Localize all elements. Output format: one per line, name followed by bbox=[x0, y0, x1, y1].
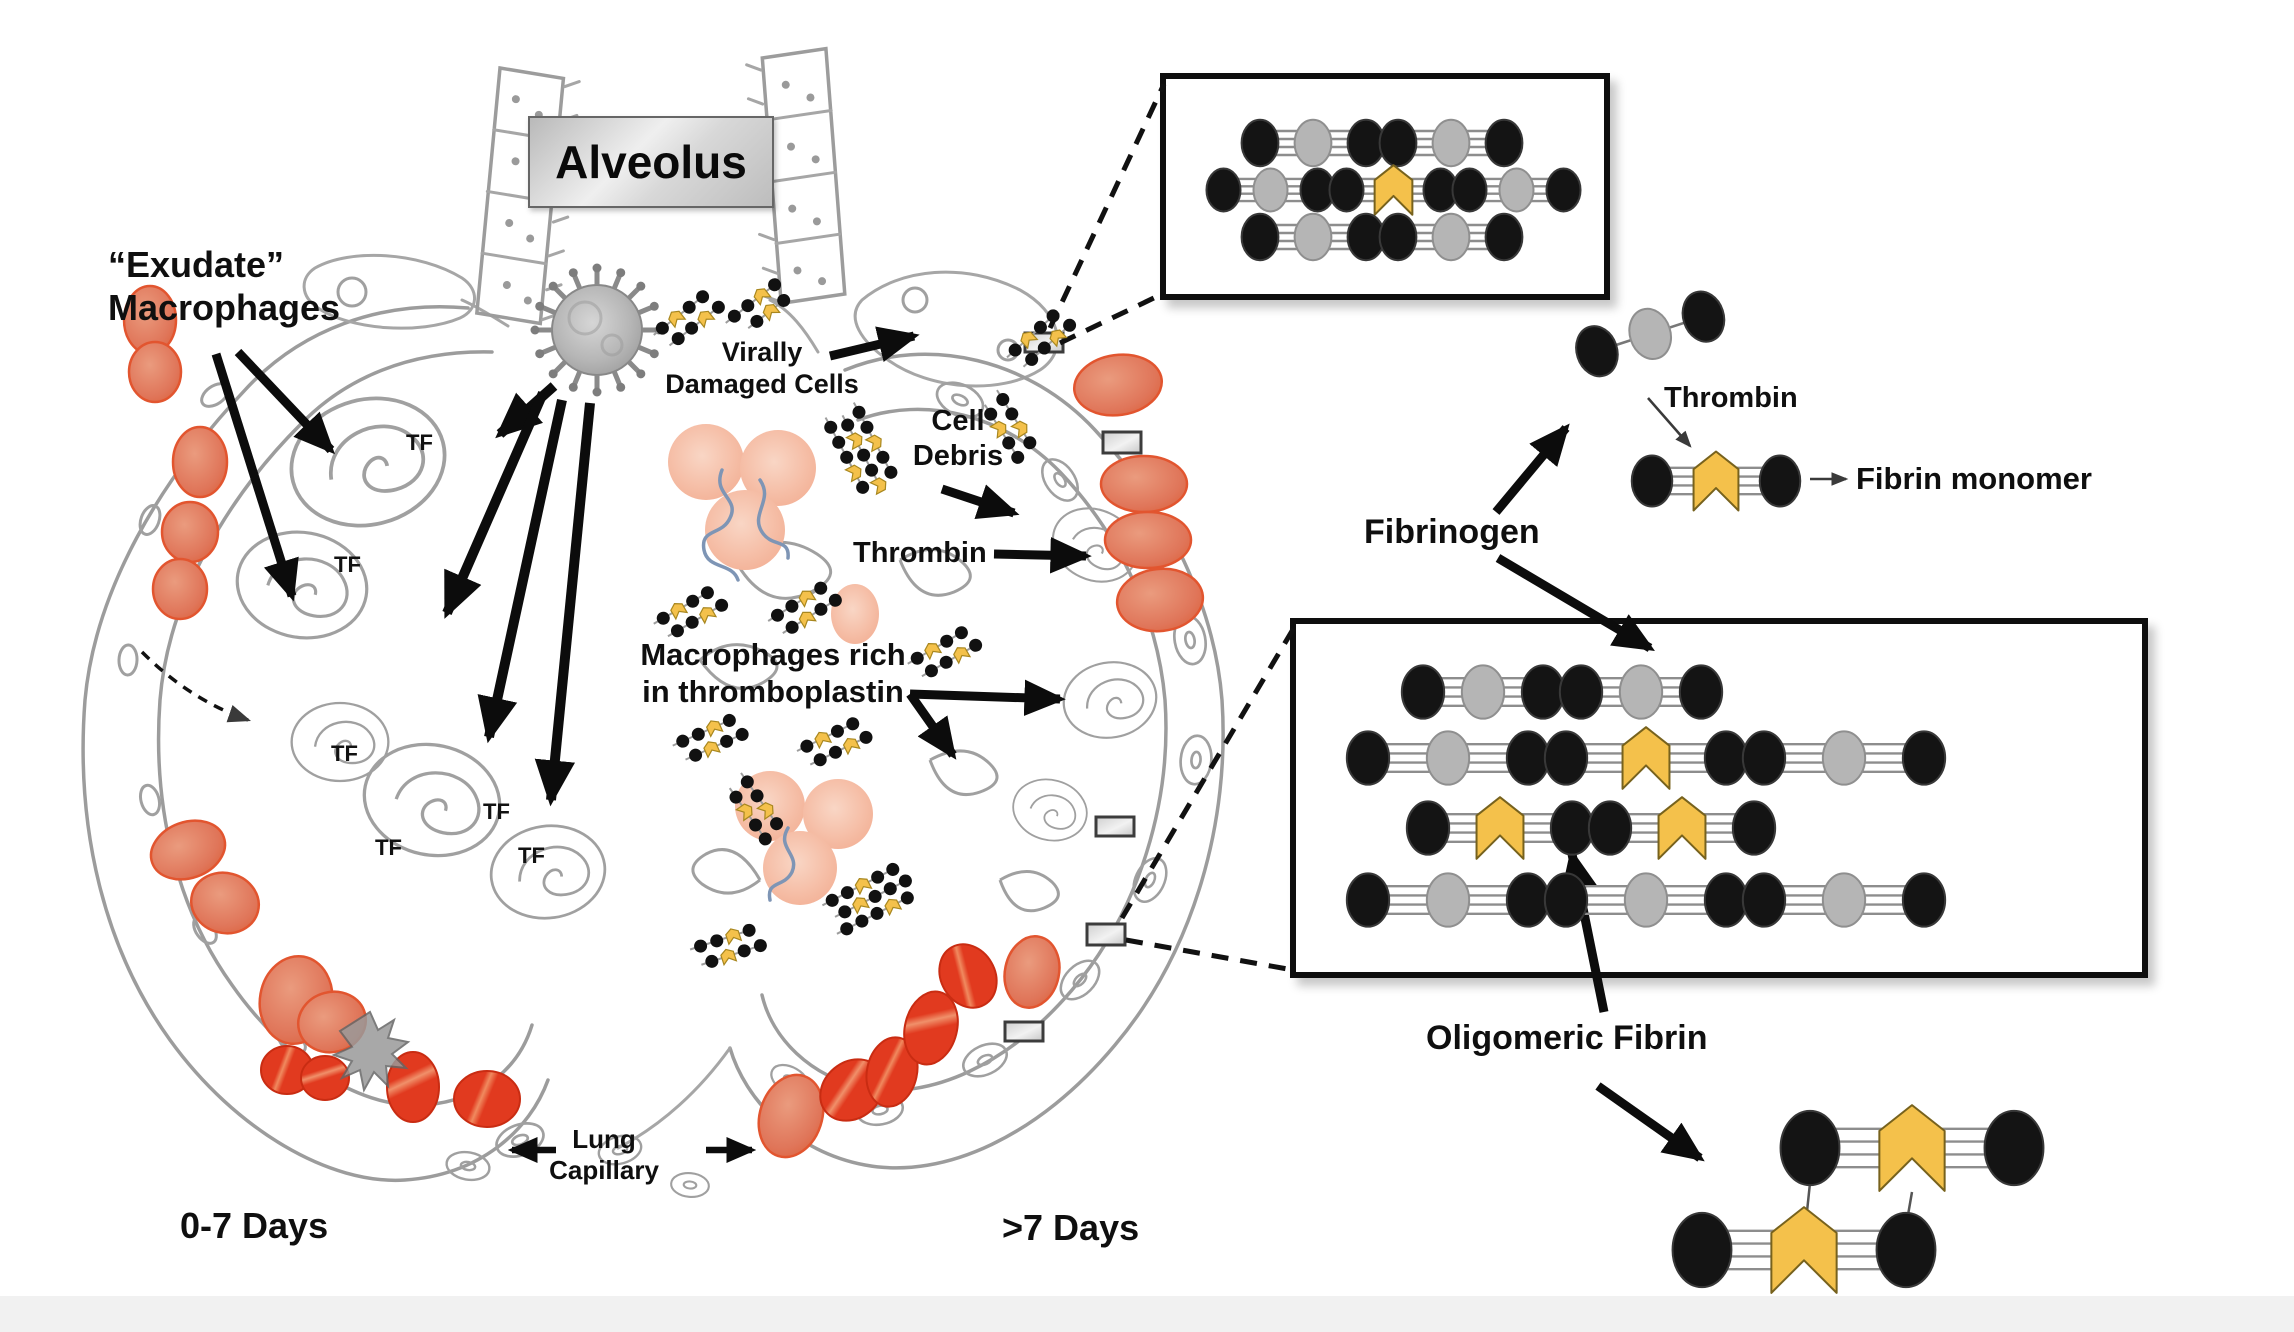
virally-damaged-cells-label: Virally Damaged Cells bbox=[665, 337, 859, 400]
alveolus-label: Alveolus bbox=[555, 136, 747, 188]
tissue-factor-label: TF bbox=[331, 741, 358, 766]
days-over-7-label: >7 Days bbox=[1002, 1207, 1140, 1248]
fibrinogen-magnified-box bbox=[1160, 73, 1610, 300]
macrophages-rich-label: Macrophages rich in thromboplastin bbox=[640, 637, 906, 710]
coronavirus-icon bbox=[530, 263, 664, 397]
left-red-blood-cells bbox=[122, 284, 521, 1128]
lung-capillary-label: Lung Capillary bbox=[549, 1124, 659, 1186]
oligomer-connector-lines bbox=[1804, 1182, 1914, 1222]
platelet-star bbox=[331, 1010, 411, 1093]
thrombin-label-middle: Thrombin bbox=[853, 537, 987, 569]
oligomeric-fibrin-label: Oligomeric Fibrin bbox=[1426, 1019, 1708, 1057]
fibrin-monomer-label: Fibrin monomer bbox=[1856, 461, 2092, 496]
free-fibrinogen bbox=[1575, 290, 1726, 378]
exudate-macrophages-label: “Exudate” Macrophages bbox=[108, 244, 341, 329]
cell-debris-label: Cell Debris bbox=[912, 405, 1004, 472]
left-alveolus-macrophages bbox=[227, 379, 613, 927]
tissue-factor-label: TF bbox=[375, 835, 402, 860]
page-bottom-strip bbox=[0, 1296, 2294, 1332]
alveolus-label-box: Alveolus bbox=[528, 116, 774, 208]
left-alveolus-wall bbox=[81, 253, 550, 1185]
tissue-factor-label: TF bbox=[518, 843, 545, 868]
hyaline-membrane-fragments bbox=[1003, 331, 1143, 1043]
tissue-factor-label: TF bbox=[334, 552, 361, 577]
fibrinogen-label: Fibrinogen bbox=[1364, 513, 1540, 551]
thrombin-label-right: Thrombin bbox=[1664, 382, 1798, 414]
days-0-7-label: 0-7 Days bbox=[180, 1205, 329, 1246]
oligomeric-fibrin-magnified-box bbox=[1290, 618, 2148, 978]
tissue-factor-label: TF bbox=[483, 799, 510, 824]
fibrin-monomer bbox=[1630, 450, 1802, 512]
oligomer-bottom bbox=[1671, 1206, 1937, 1294]
oligomer-top bbox=[1779, 1104, 2045, 1192]
migration-dashed-arrow bbox=[140, 650, 252, 723]
tissue-factor-label: TF bbox=[406, 430, 433, 455]
